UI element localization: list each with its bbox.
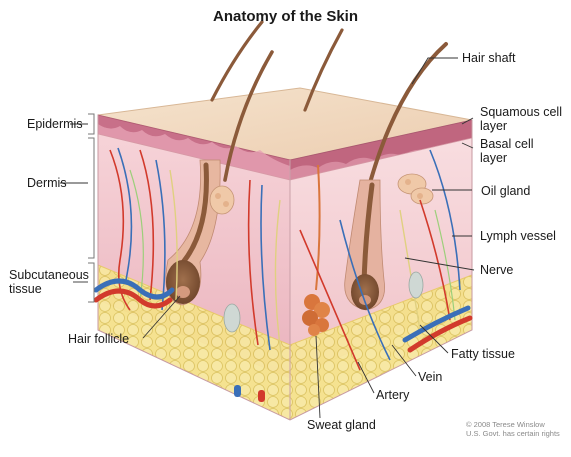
hair-shaft: [366, 42, 448, 192]
label-epidermis: Epidermis: [27, 117, 83, 131]
sensory-receptor-1: [223, 303, 241, 333]
copyright-line2: U.S. Govt. has certain rights: [466, 429, 560, 438]
label-sweat-gland: Sweat gland: [307, 418, 376, 432]
base-vessels-left: [93, 278, 175, 309]
label-squamous-cell-layer: Squamous cell layer: [480, 105, 562, 133]
label-subcutaneous-tissue: Subcutaneous tissue: [9, 268, 89, 296]
diagram-title: Anatomy of the Skin: [212, 8, 358, 25]
label-lymph-vessel: Lymph vessel: [480, 229, 556, 243]
sensory-receptor-2: [408, 271, 424, 299]
subcutaneous-fat-side: [290, 275, 472, 420]
label-vein: Vein: [418, 370, 443, 384]
label-basal-line2: layer: [480, 151, 508, 165]
layer-brackets: [88, 113, 95, 303]
hair-strand-1: [210, 20, 264, 102]
label-nerve: Nerve: [480, 263, 514, 277]
hair-strand-2: [223, 50, 274, 182]
label-artery: Artery: [376, 388, 410, 402]
artery-network: [109, 149, 451, 371]
vein-network: [117, 147, 461, 361]
lymph-vessels: [129, 169, 456, 321]
leader-lines: [60, 57, 475, 419]
oil-gland-right: [397, 173, 434, 205]
label-subcutaneous-line2: tissue: [9, 282, 42, 296]
label-oil-gland: Oil gland: [481, 184, 531, 198]
label-squamous-line2: layer: [480, 119, 508, 133]
copyright-notice: © 2008 Terese Winslow U.S. Govt. has cer…: [466, 420, 560, 438]
hair-bulb: [166, 260, 200, 304]
sweat-gland: [302, 164, 330, 336]
label-hair-follicle: Hair follicle: [68, 332, 130, 346]
label-basal-line1: Basal cell: [480, 137, 534, 151]
nerve-network: [169, 169, 421, 361]
vessel-stubs-bottom: [234, 385, 265, 402]
label-squamous-line1: Squamous cell: [480, 105, 562, 119]
base-vessels-right: [402, 305, 473, 353]
label-hair-shaft: Hair shaft: [462, 51, 516, 65]
label-basal-cell-layer: Basal cell layer: [480, 137, 534, 165]
copyright-line1: © 2008 Terese Winslow: [466, 420, 545, 429]
hair-strand-3: [303, 28, 344, 112]
label-dermis: Dermis: [27, 176, 67, 190]
label-subcutaneous-line1: Subcutaneous: [9, 268, 89, 282]
label-fatty-tissue: Fatty tissue: [451, 347, 515, 361]
oil-gland-left: [209, 185, 235, 215]
